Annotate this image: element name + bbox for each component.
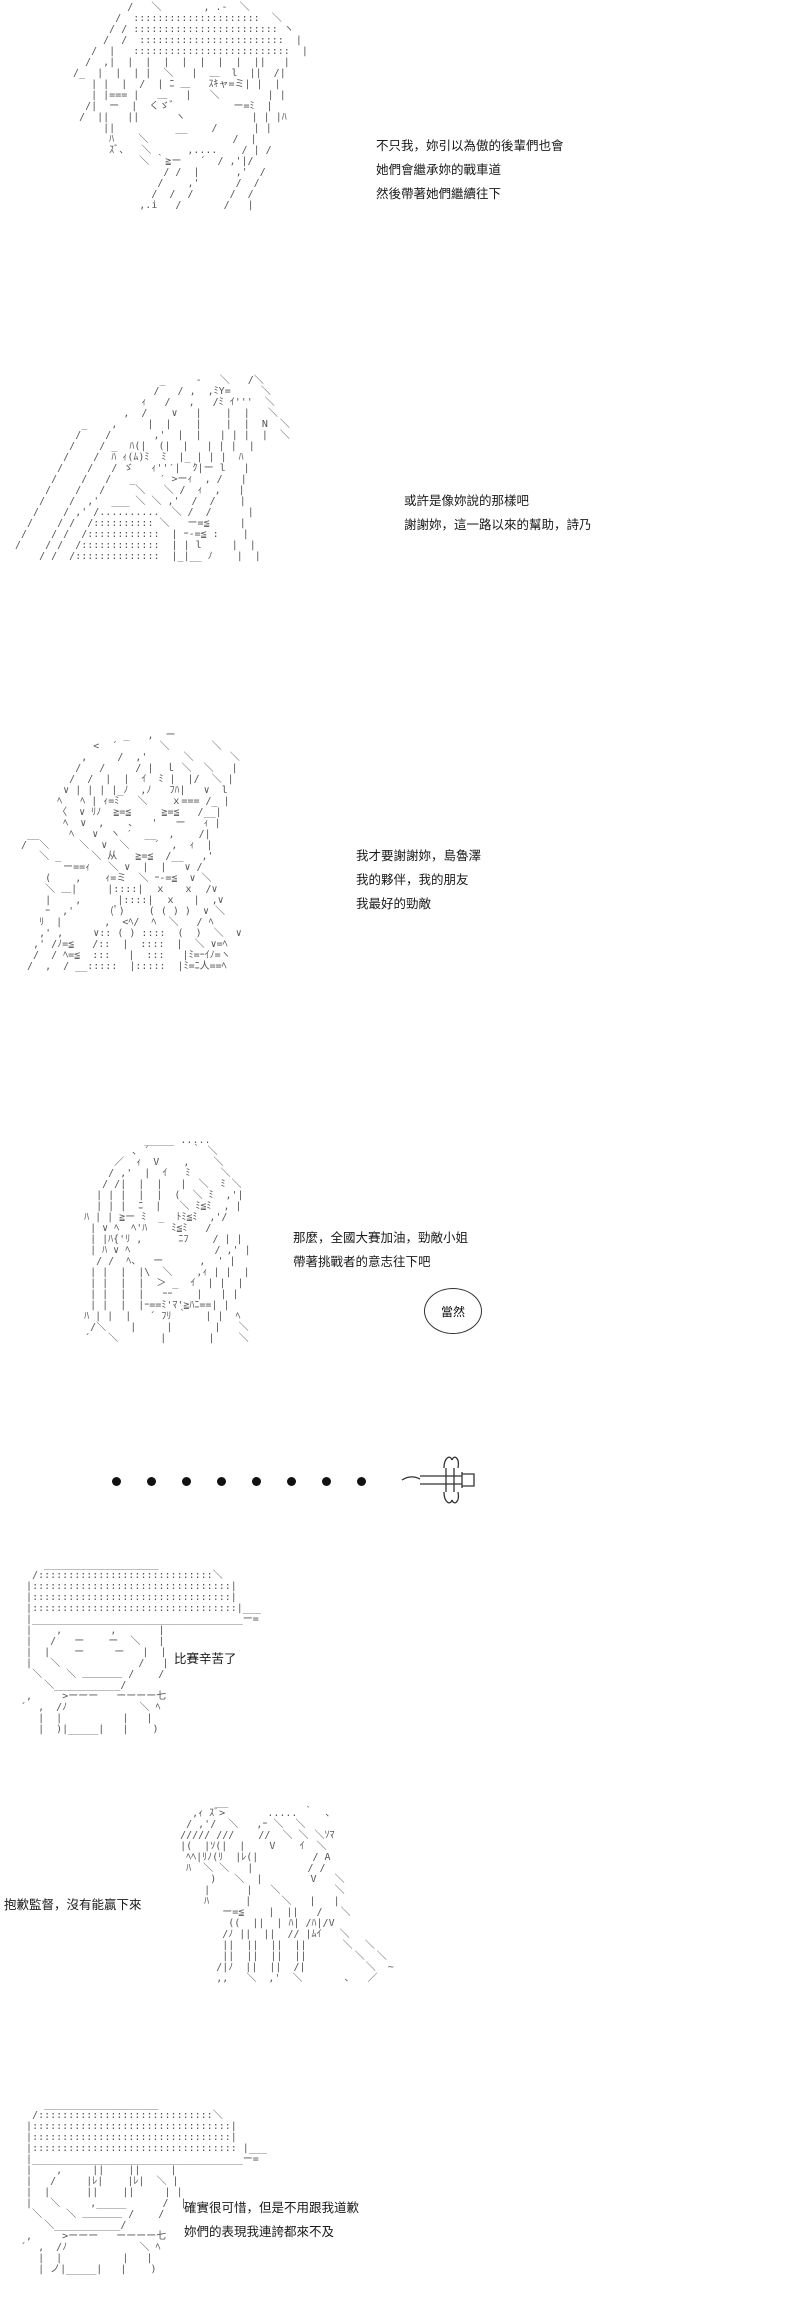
dialogue-block: 確實很可惜，但是不用跟我道歉 妳們的表現我連誇都來不及 <box>184 2196 359 2244</box>
panel-6: __ ,ｨ ｽﾞ> ..... ｀ ､ / ,'/ ＼ ,ｰ ＼ ＼ /////… <box>0 1795 800 2085</box>
dialogue-block: 我才要謝謝妳，島魯澤 我的夥伴，我的朋友 我最好的勁敵 <box>356 844 481 916</box>
dialogue-block: 不只我，妳引以為傲的後輩們也會 她們會繼承妳的戰車道 然後帶著她們繼續往下 <box>376 134 564 206</box>
dialogue-line: 妳們的表現我連誇都來不及 <box>184 2224 335 2239</box>
dialogue-line: 或許是像妳說的那樣吧 <box>404 493 530 508</box>
dialogue-line: 帶著挑戰者的意志往下吧 <box>293 1254 431 1269</box>
dialogue-line: 確實很可惜，但是不用跟我道歉 <box>184 2200 360 2215</box>
panel-4: _____ ..... ､ ´ ｀ ＼ ／ ｨ V , ＼ / ,' | ｲ ﾐ… <box>0 1130 800 1430</box>
ascii-art-figure: / ＼ , .- ＼ / ::::::::::::::::::::: ＼ / /… <box>73 2 308 211</box>
bubble-text: 當然 <box>440 1304 465 1319</box>
ascii-art-figure: __ ,ｨ ｽﾞ> ..... ｀ ､ / ,'/ ＼ ,ｰ ＼ ＼ /////… <box>180 1797 394 1984</box>
dot <box>357 1477 366 1486</box>
panel-3: _ , ー < ´ ＼ ＼ , / ,' ＼ ＼ / / / | ｌ ＼ ＼ |… <box>0 720 800 1100</box>
panel-5: ___________________ /:::::::::::::::::::… <box>0 1555 800 1785</box>
ascii-art-figure: ___________________ /:::::::::::::::::::… <box>20 1559 261 1735</box>
dialogue-line: 我才要謝謝妳，島魯澤 <box>356 848 482 863</box>
transition-row <box>0 1440 800 1520</box>
dialogue-line: 那麼，全國大賽加油，勁敵小姐 <box>293 1230 469 1245</box>
speech-bubble: 當然 <box>424 1288 482 1334</box>
dialogue-line: 我最好的勁敵 <box>356 896 432 911</box>
dialogue-line: 然後帶著她們繼續往下 <box>376 186 502 201</box>
ascii-art-figure: _____ ..... ､ ´ ｀ ＼ ／ ｨ V , ＼ / ,' | ｲ ﾐ… <box>84 1135 251 1344</box>
dot <box>182 1477 191 1486</box>
dialogue-line: 抱歉監督，沒有能贏下來 <box>4 1897 142 1912</box>
dot <box>252 1477 261 1486</box>
ellipsis-dots <box>112 1477 366 1486</box>
dot <box>322 1477 331 1486</box>
dot <box>147 1477 156 1486</box>
dialogue-line: 比賽辛苦了 <box>174 1651 237 1666</box>
panel-7: ___________________ /:::::::::::::::::::… <box>0 2095 800 2322</box>
ascii-art-figure: ___________________ /:::::::::::::::::::… <box>20 2099 267 2275</box>
panel-2: _ - ＼ /＼ / / , ,ﾐY= ＼ ｨ / , /ﾐ ｲ''' ＼ , … <box>0 370 800 710</box>
dialogue-line: 我的夥伴，我的朋友 <box>356 872 469 887</box>
dot <box>112 1477 121 1486</box>
panel-1: / ＼ , .- ＼ / ::::::::::::::::::::: ＼ / /… <box>0 0 800 240</box>
dialogue-line: 不只我，妳引以為傲的後輩們也會 <box>376 138 564 153</box>
ascii-art-figure: _ , ー < ´ ＼ ＼ , / ,' ＼ ＼ / / / | ｌ ＼ ＼ |… <box>21 730 242 972</box>
dialogue-block: 抱歉監督，沒有能贏下來 <box>4 1893 142 1917</box>
dialogue-line: 她們會繼承妳的戰車道 <box>376 162 502 177</box>
dot <box>217 1477 226 1486</box>
dialogue-line: 謝謝妳，這一路以來的幫助，詩乃 <box>404 517 592 532</box>
dialogue-block: 或許是像妳說的那樣吧 謝謝妳，這一路以來的幫助，詩乃 <box>404 489 592 537</box>
dot <box>287 1477 296 1486</box>
arrow-right-icon <box>401 1456 475 1504</box>
ascii-art-figure: _ - ＼ /＼ / / , ,ﾐY= ＼ ｨ / , /ﾐ ｲ''' ＼ , … <box>15 375 290 562</box>
dialogue-block: 比賽辛苦了 <box>174 1647 237 1671</box>
dialogue-block: 那麼，全國大賽加油，勁敵小姐 帶著挑戰者的意志往下吧 <box>293 1226 468 1274</box>
